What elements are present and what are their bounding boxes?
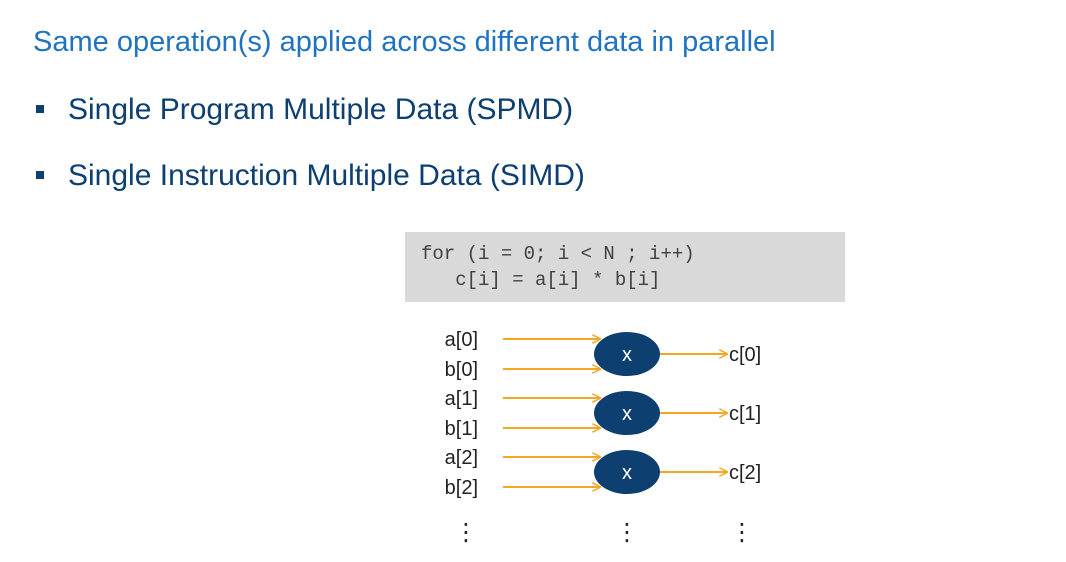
code-line: c[i] = a[i] * b[i]	[421, 269, 661, 291]
multiply-operator: x	[622, 344, 632, 366]
multiply-node	[594, 332, 660, 376]
code-line: for (i = 0; i < N ; i++)	[421, 243, 695, 265]
output-label: c[1]	[729, 403, 761, 425]
code-block: for (i = 0; i < N ; i++) c[i] = a[i] * b…	[405, 232, 845, 302]
input-b-label: b[0]	[445, 359, 478, 381]
bullet-text: Single Instruction Multiple Data (SIMD)	[68, 159, 585, 192]
square-bullet-icon	[36, 171, 44, 179]
square-bullet-icon	[36, 105, 44, 113]
multiply-node	[594, 391, 660, 435]
bullet-list: Single Program Multiple Data (SPMD) Sing…	[33, 88, 585, 220]
input-ellipsis: ⋮	[454, 518, 478, 546]
input-b-label: b[2]	[445, 477, 478, 499]
output-label: c[0]	[729, 344, 761, 366]
slide-title: Same operation(s) applied across differe…	[33, 26, 776, 58]
input-a-label: a[0]	[445, 329, 478, 351]
operator-ellipsis: ⋮	[615, 518, 639, 546]
multiply-operator: x	[622, 462, 632, 484]
bullet-item-spmd: Single Program Multiple Data (SPMD)	[33, 88, 585, 154]
input-a-label: a[1]	[445, 388, 478, 410]
bullet-text: Single Program Multiple Data (SPMD)	[68, 93, 574, 126]
multiply-operator: x	[622, 403, 632, 425]
multiply-node	[594, 450, 660, 494]
input-a-label: a[2]	[445, 447, 478, 469]
output-label: c[2]	[729, 462, 761, 484]
output-ellipsis: ⋮	[730, 518, 754, 546]
input-b-label: b[1]	[445, 418, 478, 440]
bullet-item-simd: Single Instruction Multiple Data (SIMD)	[33, 154, 585, 220]
